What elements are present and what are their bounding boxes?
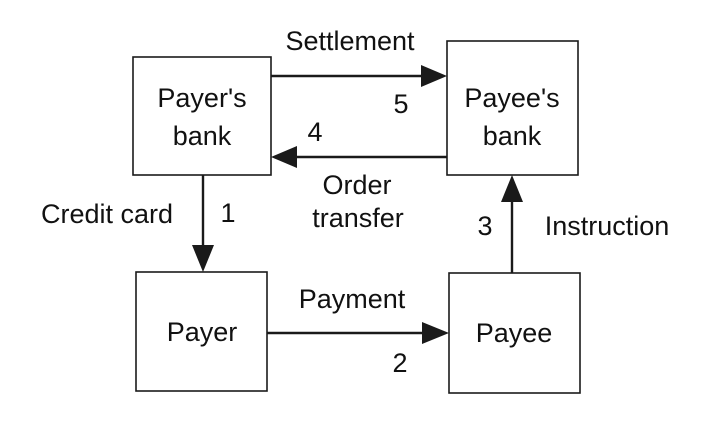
payers-bank-box bbox=[132, 56, 272, 176]
instruction-number: 3 bbox=[477, 211, 492, 241]
payees-bank-box bbox=[446, 40, 579, 176]
payment-number: 2 bbox=[392, 348, 407, 378]
order-transfer-number: 4 bbox=[307, 117, 322, 147]
instruction-arrowhead bbox=[501, 175, 523, 202]
payer-label: Payer bbox=[167, 317, 238, 347]
payees-bank-label-line1: Payee's bbox=[464, 83, 559, 113]
credit-card-arrowhead bbox=[192, 245, 214, 272]
credit-card-number: 1 bbox=[220, 198, 235, 228]
order-transfer-label-line1: Order bbox=[322, 170, 391, 200]
payers-bank-label-line2: bank bbox=[173, 121, 232, 151]
payment-arrowhead bbox=[422, 322, 449, 344]
payer-box bbox=[135, 271, 268, 392]
order-transfer-arrowhead bbox=[271, 146, 297, 168]
payees-bank-label-line2: bank bbox=[483, 121, 542, 151]
credit-card-label: Credit card bbox=[41, 199, 173, 229]
payers-bank-label-line1: Payer's bbox=[157, 83, 246, 113]
payee-box bbox=[448, 272, 581, 394]
settlement-label: Settlement bbox=[285, 26, 415, 56]
instruction-label: Instruction bbox=[545, 211, 670, 241]
settlement-arrowhead bbox=[421, 65, 447, 87]
payee-label: Payee bbox=[476, 318, 553, 348]
settlement-number: 5 bbox=[393, 89, 408, 119]
order-transfer-label-line2: transfer bbox=[312, 203, 404, 233]
payment-label: Payment bbox=[299, 284, 406, 314]
